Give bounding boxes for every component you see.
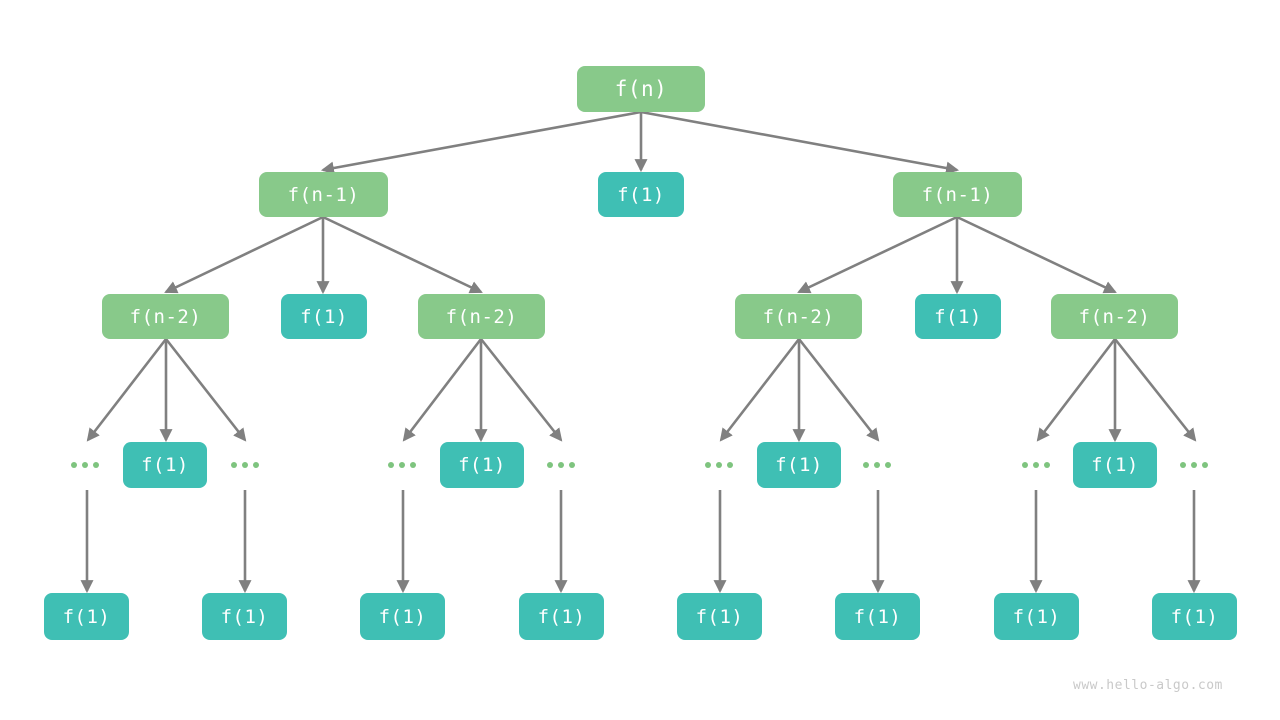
ellipsis-dot	[1044, 462, 1050, 468]
tree-node-label: f(1)	[617, 183, 665, 206]
tree-node-n13[interactable]: f(1)	[1073, 442, 1157, 488]
ellipsis-e0	[65, 455, 105, 475]
tree-node-label: f(1)	[853, 605, 902, 628]
tree-node-n1[interactable]: f(n-1)	[259, 172, 388, 217]
ellipsis-e5	[857, 455, 897, 475]
tree-node-n3[interactable]: f(n-1)	[893, 172, 1022, 217]
ellipsis-dot	[558, 462, 564, 468]
ellipsis-dot	[242, 462, 248, 468]
edge-n3-to-n7	[797, 215, 958, 294]
tree-node-label: f(n-2)	[1078, 305, 1151, 328]
tree-node-n8[interactable]: f(1)	[915, 294, 1001, 339]
tree-node-label: f(1)	[62, 605, 111, 628]
ellipsis-dot	[1202, 462, 1208, 468]
ellipsis-dot	[547, 462, 553, 468]
ellipsis-dot	[705, 462, 711, 468]
edge-n0-to-n3	[640, 110, 960, 175]
edge-n9-to-e7	[1113, 338, 1197, 442]
tree-node-label: f(1)	[1012, 605, 1061, 628]
tree-node-label: f(1)	[1091, 454, 1139, 476]
edge-n4-to-e1	[164, 338, 247, 442]
edge-n9-to-e6	[1036, 338, 1117, 442]
tree-node-label: f(1)	[934, 305, 982, 328]
tree-node-n21[interactable]: f(1)	[1152, 593, 1237, 640]
ellipsis-dot	[1180, 462, 1186, 468]
tree-node-label: f(n-2)	[445, 305, 518, 328]
tree-node-n9[interactable]: f(n-2)	[1051, 294, 1178, 339]
ellipsis-dot	[1191, 462, 1197, 468]
tree-node-n2[interactable]: f(1)	[598, 172, 684, 217]
tree-node-n15[interactable]: f(1)	[202, 593, 287, 640]
tree-node-label: f(1)	[458, 454, 506, 476]
ellipsis-dot	[716, 462, 722, 468]
ellipsis-e6	[1016, 455, 1056, 475]
tree-node-label: f(1)	[537, 605, 586, 628]
tree-node-label: f(n-1)	[287, 183, 360, 206]
tree-node-label: f(1)	[220, 605, 269, 628]
ellipsis-e7	[1174, 455, 1214, 475]
tree-node-n17[interactable]: f(1)	[519, 593, 604, 640]
tree-node-n19[interactable]: f(1)	[835, 593, 920, 640]
tree-node-n12[interactable]: f(1)	[757, 442, 841, 488]
ellipsis-dot	[1022, 462, 1028, 468]
ellipsis-dot	[231, 462, 237, 468]
tree-node-label: f(1)	[300, 305, 348, 328]
tree-node-label: f(1)	[378, 605, 427, 628]
ellipsis-dot	[399, 462, 405, 468]
tree-node-n6[interactable]: f(n-2)	[418, 294, 545, 339]
ellipsis-dot	[727, 462, 733, 468]
edge-n7-to-e4	[719, 338, 801, 442]
tree-node-label: f(n-2)	[129, 305, 202, 328]
ellipsis-e1	[225, 455, 265, 475]
tree-node-label: f(n)	[614, 77, 668, 101]
edge-n7-to-e5	[797, 338, 880, 442]
ellipsis-dot	[410, 462, 416, 468]
ellipsis-dot	[863, 462, 869, 468]
ellipsis-dot	[388, 462, 394, 468]
tree-node-n14[interactable]: f(1)	[44, 593, 129, 640]
ellipsis-dot	[885, 462, 891, 468]
tree-node-n7[interactable]: f(n-2)	[735, 294, 862, 339]
ellipsis-dot	[71, 462, 77, 468]
ellipsis-dot	[253, 462, 259, 468]
tree-node-n20[interactable]: f(1)	[994, 593, 1079, 640]
ellipsis-dot	[1033, 462, 1039, 468]
tree-node-n4[interactable]: f(n-2)	[102, 294, 229, 339]
tree-node-n5[interactable]: f(1)	[281, 294, 367, 339]
ellipsis-dot	[569, 462, 575, 468]
tree-node-label: f(1)	[775, 454, 823, 476]
ellipsis-dot	[82, 462, 88, 468]
edge-n6-to-e3	[479, 338, 563, 442]
tree-node-label: f(n-1)	[921, 183, 994, 206]
edge-n0-to-n1	[320, 110, 642, 175]
edge-n6-to-e2	[402, 338, 483, 442]
tree-node-label: f(1)	[1170, 605, 1219, 628]
ellipsis-dot	[93, 462, 99, 468]
tree-node-label: f(1)	[695, 605, 744, 628]
edge-n4-to-e0	[86, 338, 168, 442]
watermark: www.hello-algo.com	[1073, 678, 1223, 693]
ellipsis-dot	[874, 462, 880, 468]
tree-node-label: f(1)	[141, 454, 189, 476]
ellipsis-e4	[699, 455, 739, 475]
ellipsis-e2	[382, 455, 422, 475]
tree-node-n11[interactable]: f(1)	[440, 442, 524, 488]
tree-node-label: f(n-2)	[762, 305, 835, 328]
tree-node-n10[interactable]: f(1)	[123, 442, 207, 488]
tree-node-n0[interactable]: f(n)	[577, 66, 705, 112]
edge-n1-to-n6	[322, 215, 483, 294]
ellipsis-e3	[541, 455, 581, 475]
tree-node-n16[interactable]: f(1)	[360, 593, 445, 640]
tree-node-n18[interactable]: f(1)	[677, 593, 762, 640]
edge-n3-to-n9	[956, 215, 1117, 294]
edge-n1-to-n4	[164, 215, 324, 294]
